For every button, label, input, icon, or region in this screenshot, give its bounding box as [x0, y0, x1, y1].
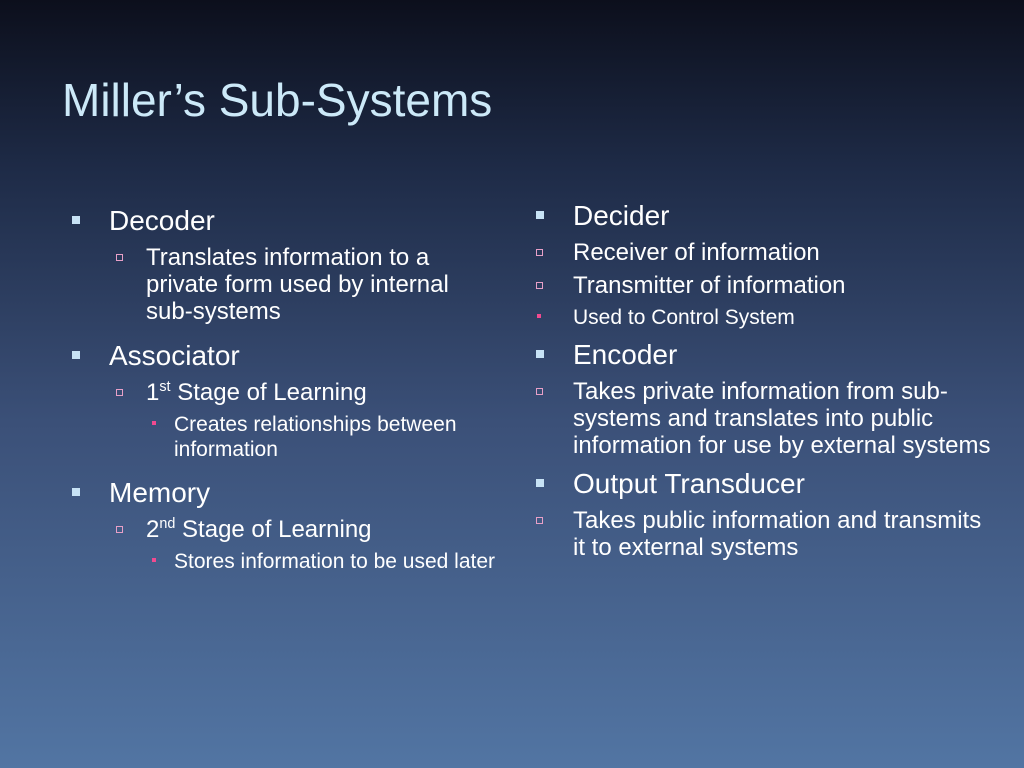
- bullet-text: Takes public information and transmits i…: [573, 507, 982, 561]
- sub-bullet-memory-stage: 2nd Stage of Learning: [116, 516, 502, 543]
- dot-bullet-icon: [537, 314, 541, 318]
- hollow-square-bullet-icon: [536, 388, 543, 395]
- bullet-encoder: Encoder: [536, 338, 996, 372]
- bullet-text: Memory: [109, 477, 211, 508]
- bullet-text: Associator: [109, 340, 240, 371]
- bullet-output-transducer: Output Transducer: [536, 467, 996, 501]
- bullet-associator: Associator: [72, 339, 502, 373]
- bullet-text: Translates information to a private form…: [146, 244, 449, 325]
- dot-bullet-icon: [152, 558, 156, 562]
- bullet-decoder: Decoder: [72, 204, 502, 238]
- stage-text: Stage of Learning: [170, 379, 367, 406]
- bullet-decider: Decider: [536, 199, 996, 233]
- square-bullet-icon: [72, 351, 80, 359]
- left-column: Decoder Translates information to a priv…: [72, 200, 502, 574]
- bullet-text: Used to Control System: [573, 306, 795, 329]
- sub-sub-bullet-memory-detail: Stores information to be used later: [152, 549, 502, 574]
- bullet-text: Decoder: [109, 205, 215, 236]
- sub-bullet-decoder-desc: Translates information to a private form…: [116, 244, 502, 325]
- hollow-square-bullet-icon: [536, 282, 543, 289]
- sub-sub-bullet-decider-control: Used to Control System: [536, 305, 996, 330]
- square-bullet-icon: [536, 479, 544, 487]
- sub-bullet-decider-transmitter: Transmitter of information: [536, 272, 996, 299]
- square-bullet-icon: [72, 488, 80, 496]
- bullet-text: Decider: [573, 200, 670, 231]
- bullet-text: Transmitter of information: [573, 272, 846, 299]
- bullet-text: Encoder: [573, 339, 678, 370]
- sub-bullet-decider-receiver: Receiver of information: [536, 239, 996, 266]
- bullet-text: Output Transducer: [573, 468, 805, 499]
- square-bullet-icon: [536, 211, 544, 219]
- stage-text: Stage of Learning: [175, 516, 372, 543]
- sub-sub-bullet-associator-detail: Creates relationships between informatio…: [152, 412, 502, 462]
- sub-bullet-associator-stage: 1st Stage of Learning: [116, 379, 502, 406]
- hollow-square-bullet-icon: [536, 249, 543, 256]
- slide-title: Miller’s Sub-Systems: [62, 74, 493, 126]
- square-bullet-icon: [536, 350, 544, 358]
- sub-bullet-encoder-desc: Takes private information from sub-syste…: [536, 378, 996, 459]
- square-bullet-icon: [72, 216, 80, 224]
- right-column: Decider Receiver of information Transmit…: [536, 195, 996, 561]
- hollow-square-bullet-icon: [116, 526, 123, 533]
- bullet-memory: Memory: [72, 476, 502, 510]
- hollow-square-bullet-icon: [116, 389, 123, 396]
- hollow-square-bullet-icon: [536, 517, 543, 524]
- hollow-square-bullet-icon: [116, 254, 123, 261]
- stage-number: 2: [146, 516, 160, 543]
- dot-bullet-icon: [152, 421, 156, 425]
- sub-bullet-output-transducer-desc: Takes public information and transmits i…: [536, 507, 996, 561]
- bullet-text: Takes private information from sub-syste…: [573, 378, 991, 459]
- stage-ordinal: st: [159, 379, 171, 395]
- stage-number: 1: [146, 379, 160, 406]
- bullet-text: Creates relationships between informatio…: [174, 413, 457, 461]
- stage-ordinal: nd: [159, 516, 176, 532]
- bullet-text: Stores information to be used later: [174, 550, 496, 573]
- bullet-text: Receiver of information: [573, 239, 820, 266]
